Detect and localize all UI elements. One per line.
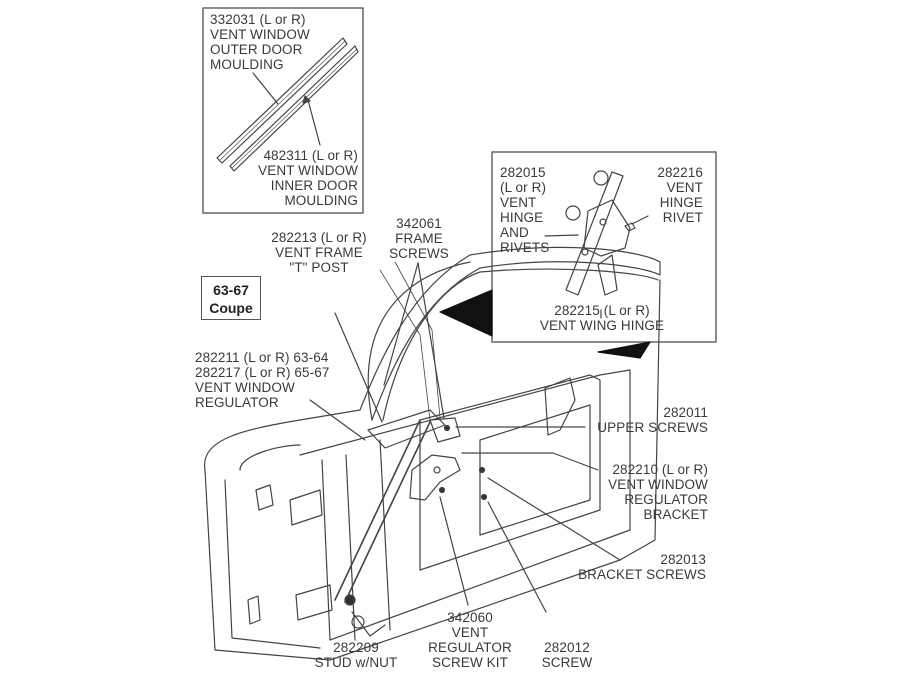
part-number: 282013 <box>660 552 706 567</box>
label-upper-screws: 282011 UPPER SCREWS <box>597 405 708 435</box>
part-desc: VENT <box>451 625 489 640</box>
label-inner-door-moulding: 482311 (L or R) VENT WINDOW INNER DOOR M… <box>258 148 358 208</box>
label-regulator-bracket: 282210 (L or R) VENT WINDOW REGULATOR BR… <box>608 462 708 522</box>
part-desc: VENT <box>500 195 537 210</box>
part-desc: OUTER DOOR <box>210 42 303 57</box>
part-number: 282215 (L or R) <box>554 303 650 318</box>
part-desc: RIVETS <box>500 240 550 255</box>
part-number: 282217 (L or R) 65-67 <box>195 365 330 380</box>
leader-frame-screws-a <box>383 262 419 386</box>
part-desc: HINGE <box>659 195 703 210</box>
leader-frame-screws-b <box>417 262 445 419</box>
label-vent-frame-t-post: 282213 (L or R) VENT FRAME "T" POST <box>254 230 384 275</box>
part-number: 282213 (L or R) <box>271 230 367 245</box>
part-number: 342060 <box>447 610 493 625</box>
part-desc: STUD w/NUT <box>314 655 398 670</box>
part-number: 282012 <box>544 640 590 655</box>
label-vent-window-regulator: 282211 (L or R) 63-64 282217 (L or R) 65… <box>195 350 329 410</box>
leader-t-post <box>334 312 383 423</box>
part-desc: RIVET <box>662 210 703 225</box>
part-number: 482311 (L or R) <box>263 148 358 163</box>
part-desc: BRACKET <box>643 507 708 522</box>
part-desc: SCREW <box>541 655 593 670</box>
part-desc: VENT WINDOW <box>210 27 310 42</box>
part-desc: SCREWS <box>389 246 449 261</box>
leader-regulator-bracket <box>461 452 599 471</box>
label-outer-door-moulding: 332031 (L or R) VENT WINDOW OUTER DOOR M… <box>210 12 310 72</box>
part-desc: VENT WINDOW <box>608 477 708 492</box>
leader-screw <box>487 501 547 613</box>
part-number: 282011 <box>663 405 708 420</box>
leader-bracket-screws <box>487 477 621 561</box>
part-desc: (L or R) <box>500 180 547 195</box>
leader-regulator <box>309 399 366 441</box>
part-desc: REGULATOR <box>195 395 279 410</box>
part-desc: VENT WINDOW <box>258 163 358 178</box>
leader-outer-moulding <box>252 72 279 105</box>
hinge-inset-frame <box>491 151 717 343</box>
part-desc: "T" POST <box>289 260 349 275</box>
part-desc: SCREW KIT <box>432 655 508 670</box>
part-desc: MOULDING <box>210 57 284 72</box>
moulding-inset-frame <box>202 7 364 214</box>
part-number: 282211 (L or R) 63-64 <box>195 350 329 365</box>
part-desc: UPPER SCREWS <box>597 420 708 435</box>
part-desc: VENT <box>666 180 703 195</box>
part-number: 282209 <box>333 640 379 655</box>
label-bracket-screws: 282013 BRACKET SCREWS <box>578 552 706 582</box>
leader-inner-moulding <box>307 99 321 146</box>
moulding-parts <box>216 37 359 172</box>
leader-hinge-rivet <box>631 215 649 225</box>
label-vent-hinge-and-rivets: 282015 (L or R) VENT HINGE AND RIVETS <box>500 165 549 255</box>
part-desc: REGULATOR <box>624 492 708 507</box>
label-frame-screws: 342061 FRAME SCREWS <box>384 216 454 261</box>
label-stud-with-nut: 282209 STUD w/NUT <box>306 640 406 670</box>
part-desc: VENT WING HINGE <box>539 318 665 333</box>
part-desc: MOULDING <box>284 193 358 208</box>
leader-stud-nut <box>351 611 386 637</box>
part-desc: INNER DOOR <box>270 178 358 193</box>
hinge-parts <box>565 170 636 296</box>
leader-hinge-rivets <box>544 234 579 237</box>
part-number: 332031 (L or R) <box>210 12 306 27</box>
label-vent-hinge-rivet: 282216 VENT HINGE RIVET <box>657 165 703 225</box>
label-regulator-screw-kit: 342060 VENT REGULATOR SCREW KIT <box>425 610 515 670</box>
callout-wedge <box>439 289 493 337</box>
badge-years: 63-67 <box>213 282 249 298</box>
model-badge: 63-67 Coupe <box>201 276 261 320</box>
part-desc: BRACKET SCREWS <box>578 567 706 582</box>
part-number: 282210 (L or R) <box>612 462 708 477</box>
part-number: 282216 <box>657 165 703 180</box>
part-number: 282015 <box>500 165 546 180</box>
regulator-mechanism <box>334 261 488 629</box>
part-desc: REGULATOR <box>428 640 512 655</box>
part-desc: AND <box>500 225 529 240</box>
leader-screw-kit <box>439 496 469 606</box>
badge-body-style: Coupe <box>209 300 253 316</box>
label-screw: 282012 SCREW <box>532 640 602 670</box>
part-desc: FRAME <box>395 231 443 246</box>
part-desc: VENT WINDOW <box>195 380 295 395</box>
part-desc: VENT FRAME <box>275 245 363 260</box>
label-vent-wing-hinge: 282215 (L or R) VENT WING HINGE <box>522 303 682 333</box>
part-desc: HINGE <box>500 210 544 225</box>
part-number: 342061 <box>396 216 442 231</box>
